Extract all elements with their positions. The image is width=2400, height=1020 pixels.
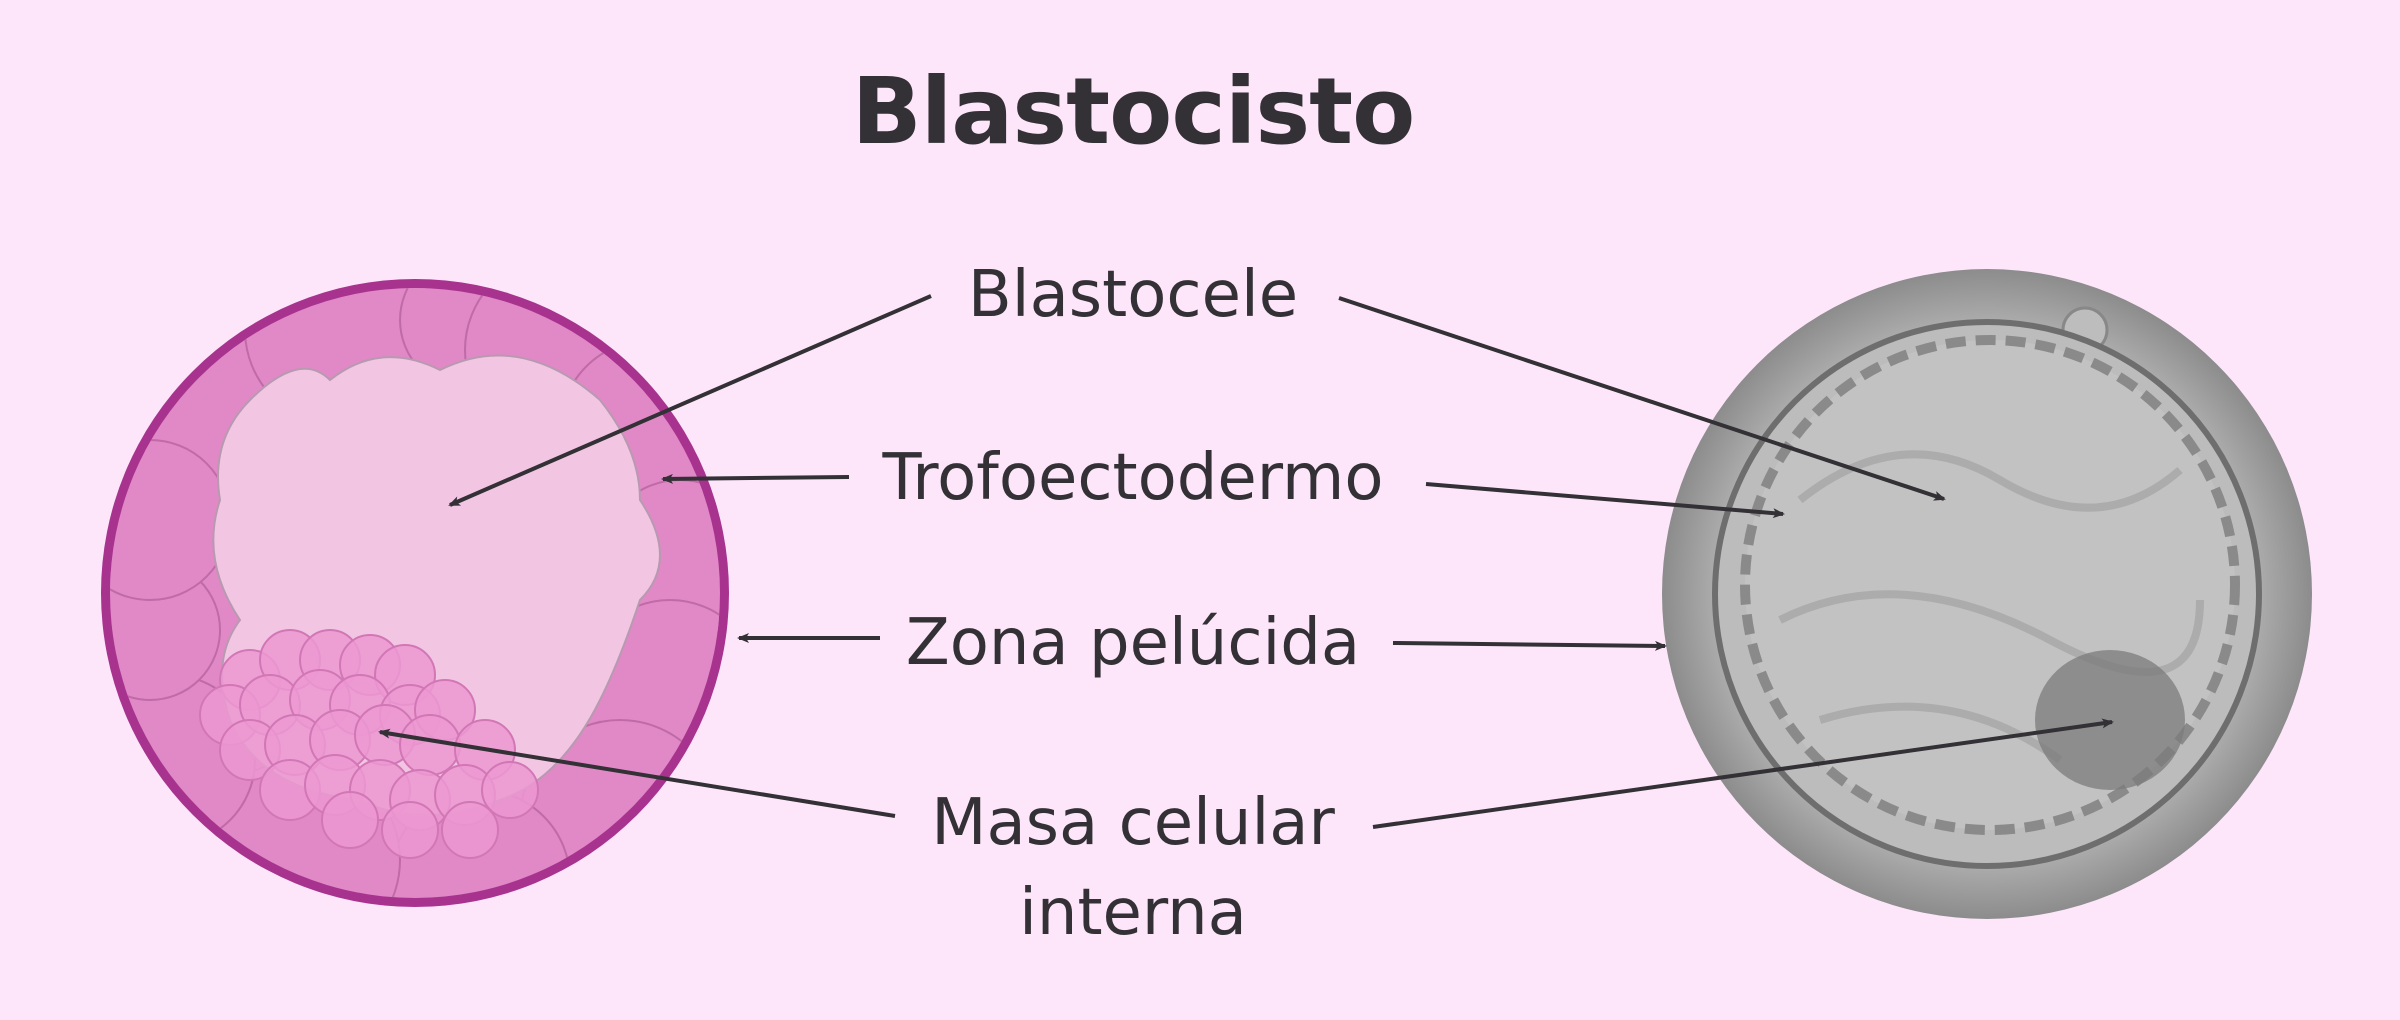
arrow-trofoectodermo-right <box>1425 482 1785 519</box>
label-trofoectodermo: Trofoectodermo <box>882 441 1384 515</box>
diagram-title: Blastocisto <box>851 58 1416 165</box>
pointer-arrows <box>378 294 2114 829</box>
label-zona-pelucida: Zona pelúcida <box>905 606 1361 680</box>
inner-cell-mass <box>199 629 539 859</box>
arrow-trofoectodermo-left <box>661 473 850 484</box>
label-masa-celular: Masa celular <box>931 786 1335 860</box>
arrow-zona-right <box>1392 640 1667 651</box>
arrow-blastocele-right <box>1338 296 1946 501</box>
label-interna: interna <box>1019 876 1247 950</box>
blastocyst-illustration <box>101 279 729 907</box>
arrow-blastocele-left <box>448 294 932 507</box>
label-blastocele: Blastocele <box>967 258 1299 332</box>
micrograph-icm <box>2035 650 2185 790</box>
blastocyst-micrograph <box>1662 269 2312 919</box>
arrow-masa-right <box>1372 718 2114 829</box>
arrow-masa-left <box>378 728 896 818</box>
